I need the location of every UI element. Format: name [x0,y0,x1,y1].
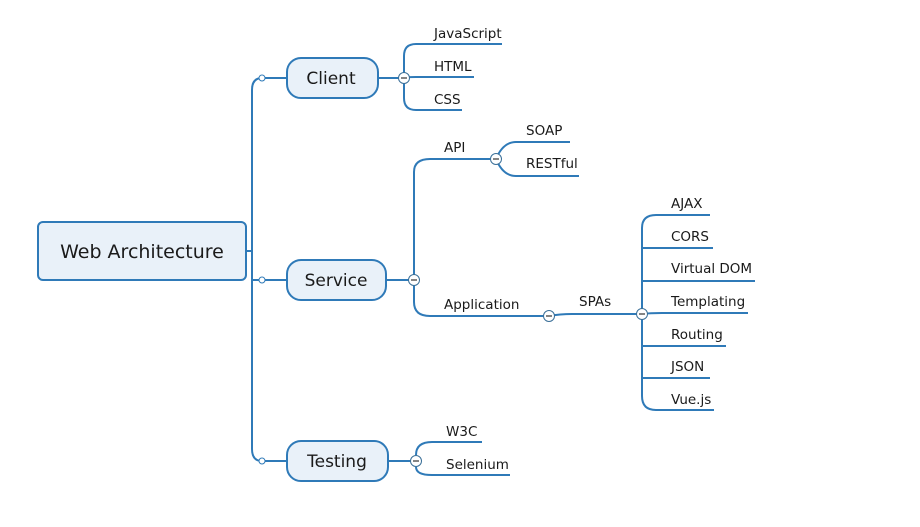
node-api[interactable]: API [444,140,465,156]
node-testing-box [286,440,389,482]
collapse-spas-toggle-icon[interactable] [636,308,648,320]
connectors [246,43,755,476]
edge-client-children [378,43,426,111]
node-html[interactable]: HTML [434,59,472,75]
node-routing[interactable]: Routing [671,327,723,343]
edge-application-to-spas [548,313,642,317]
collapse-service-toggle-icon[interactable] [408,274,420,286]
node-selenium[interactable]: Selenium [446,457,509,473]
node-service-box [286,259,387,301]
node-w3c[interactable]: W3C [446,424,477,440]
junction-dots [258,74,266,465]
junction-client [258,74,266,82]
node-javascript[interactable]: JavaScript [433,26,502,42]
edge-service-children [386,158,549,317]
node-vuejs[interactable]: Vue.js [671,392,711,408]
node-virtual-dom[interactable]: Virtual DOM [671,261,752,277]
node-cors[interactable]: CORS [671,229,709,245]
node-ajax[interactable]: AJAX [671,196,702,212]
node-client-box [286,57,379,99]
collapse-client-toggle-icon[interactable] [398,72,410,84]
root-node-box [37,221,247,281]
edge-root-trunk [246,77,263,462]
collapse-testing-toggle-icon[interactable] [410,455,422,467]
node-spas[interactable]: SPAs [579,294,611,310]
edge-spas-children [641,214,755,411]
node-application[interactable]: Application [444,297,519,313]
node-json[interactable]: JSON [670,359,704,375]
node-templating[interactable]: Templating [670,294,745,310]
node-service[interactable]: Service [286,259,387,301]
subtopic-underlines [426,43,502,111]
node-css[interactable]: CSS [434,92,461,108]
collapse-application-toggle-icon[interactable] [543,310,555,322]
node-testing[interactable]: Testing [286,440,389,482]
node-restful[interactable]: RESTful [526,156,578,172]
collapse-api-toggle-icon[interactable] [490,153,502,165]
node-client-label: Client [306,69,356,89]
junction-service [258,276,266,284]
root-node-label: Web Architecture [60,241,224,263]
node-service-label: Service [305,271,368,291]
node-client[interactable]: Client [286,57,379,99]
node-testing-label: Testing [306,452,367,472]
node-soap[interactable]: SOAP [526,123,562,139]
junction-testing [258,457,266,465]
root-node[interactable]: Web Architecture [37,221,247,281]
